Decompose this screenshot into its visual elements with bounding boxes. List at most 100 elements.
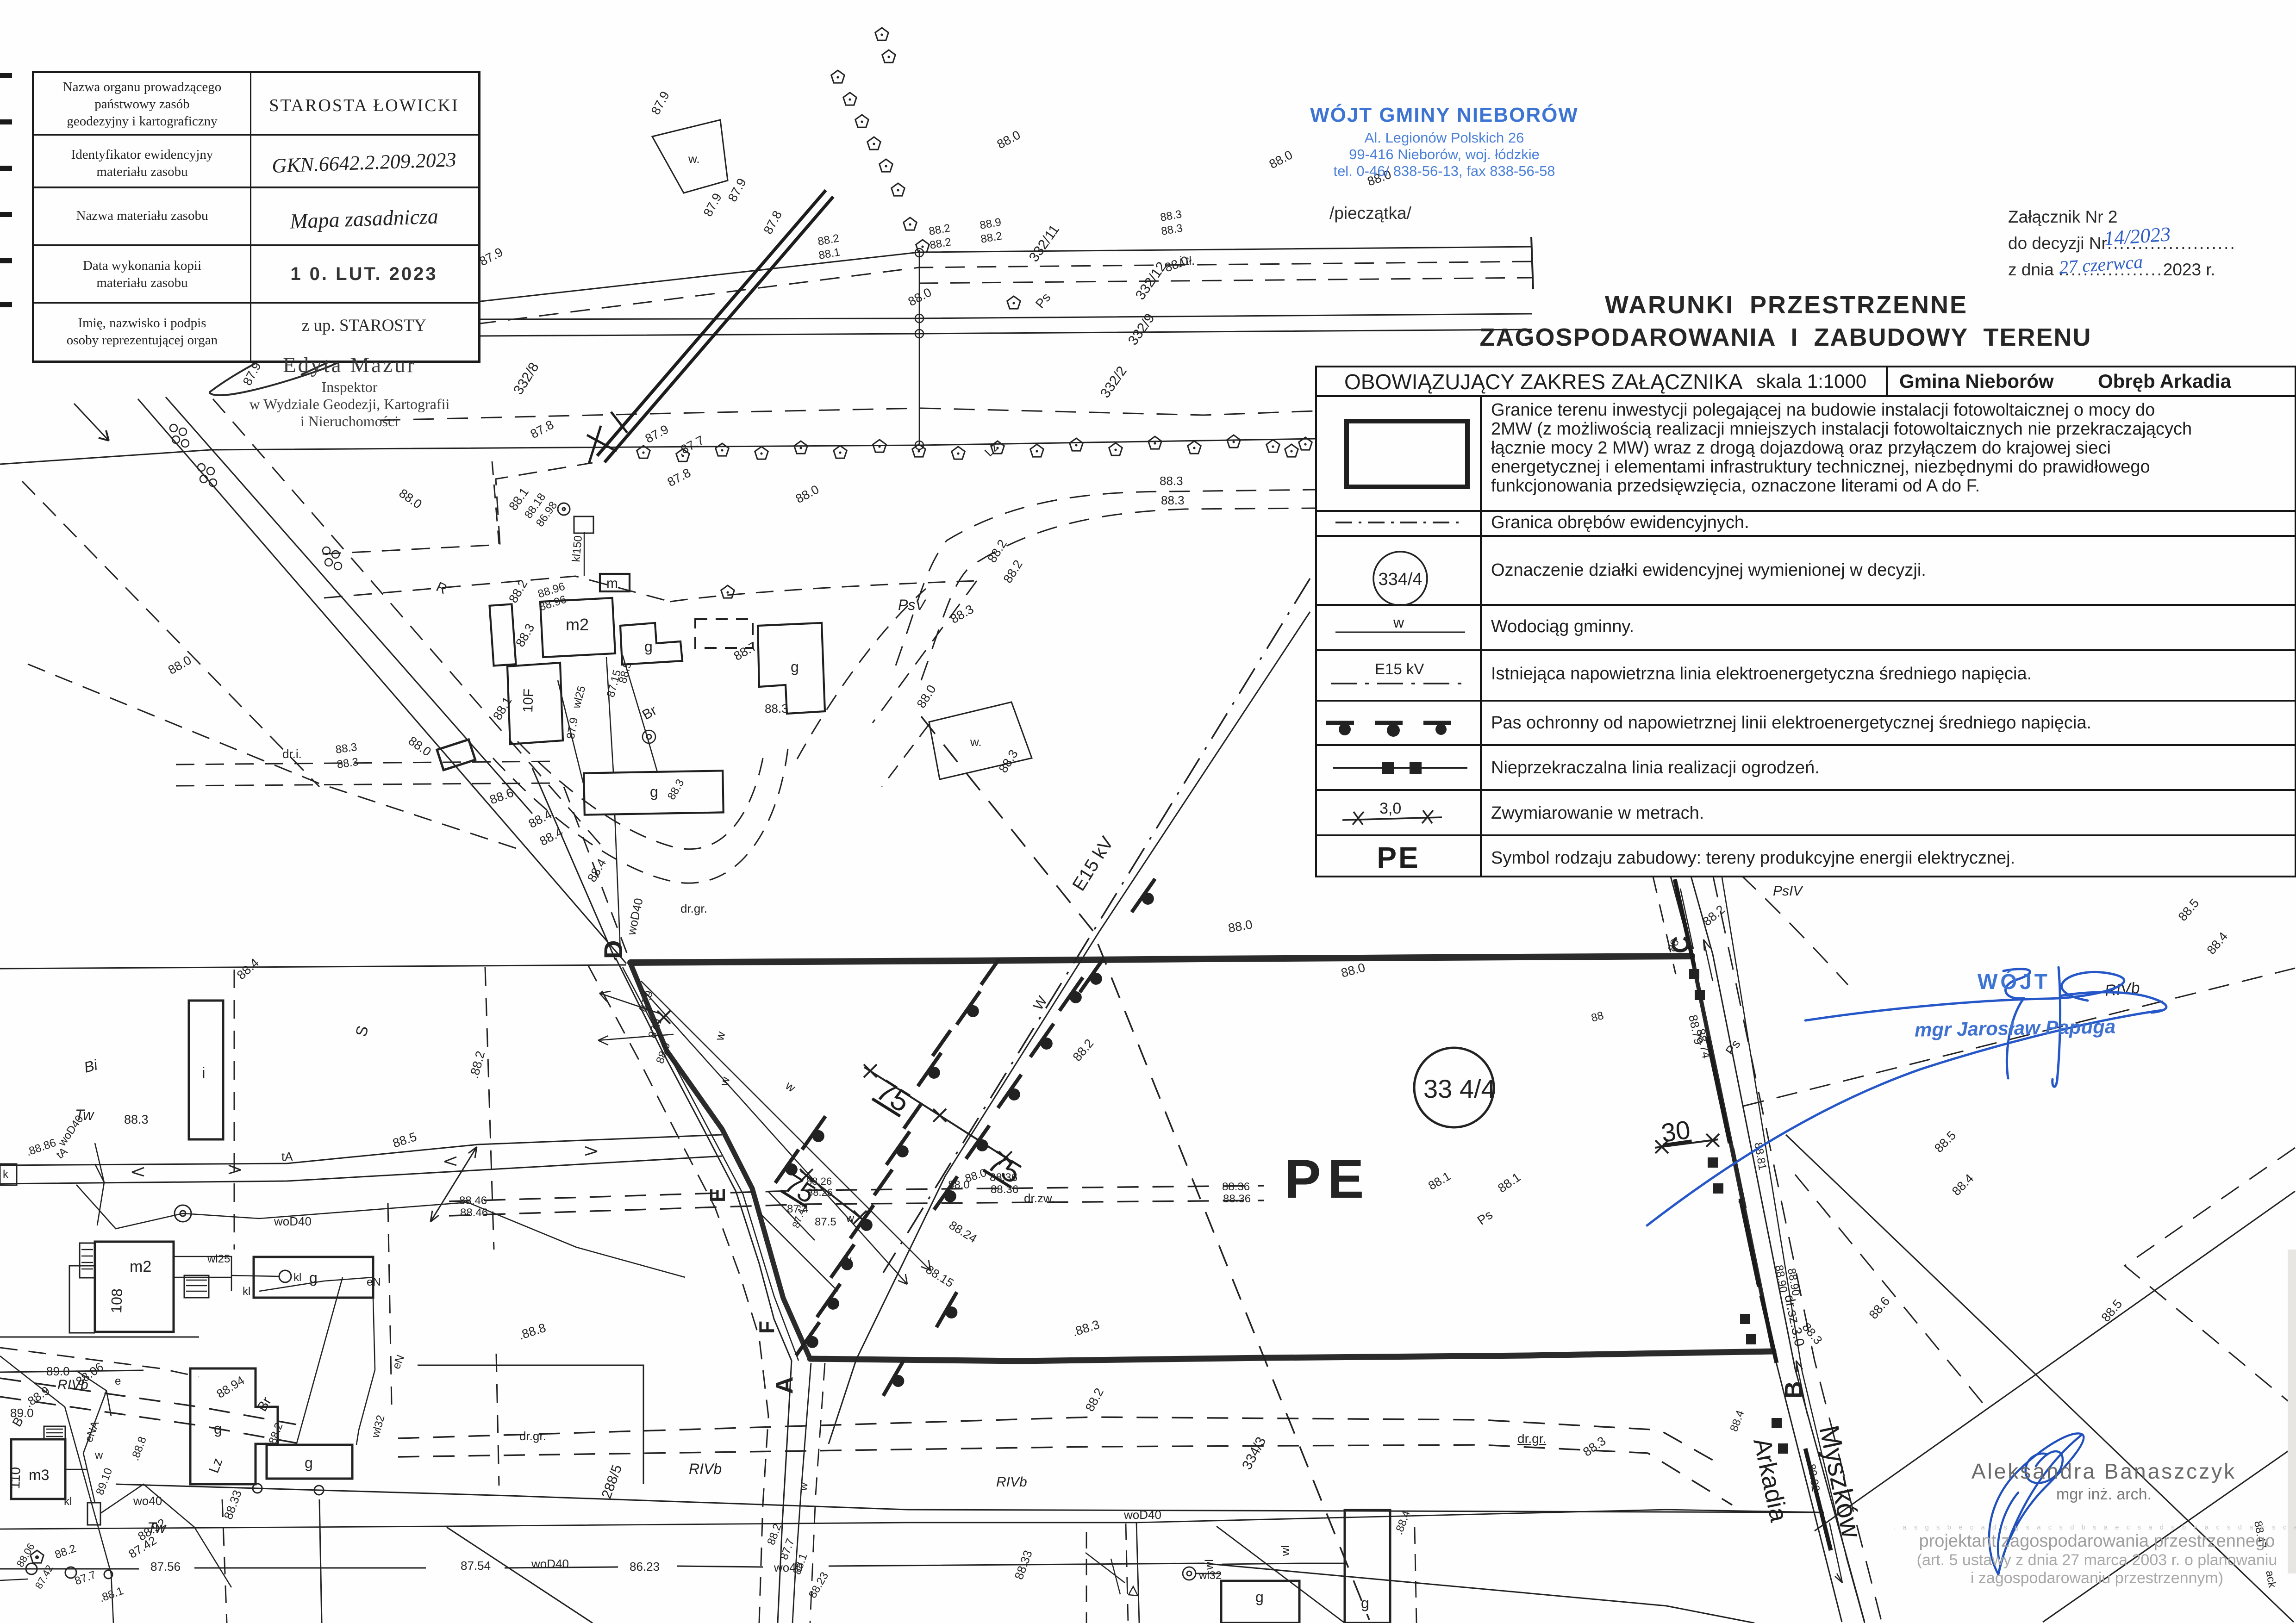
svg-text:87.9: 87.9 [564, 716, 580, 740]
svg-text:3,0: 3,0 [1379, 800, 1401, 817]
svg-text:Ps: Ps [1475, 1207, 1496, 1228]
svg-text:.88.3: .88.3 [1071, 1318, 1101, 1339]
svg-text:B: B [1780, 1381, 1807, 1399]
svg-text:88.2: 88.2 [266, 1421, 285, 1446]
svg-text:w: w [94, 1449, 103, 1461]
svg-text:88.3: 88.3 [336, 756, 359, 771]
svg-text:eN: eN [367, 1276, 381, 1288]
svg-text:332/8: 332/8 [511, 360, 542, 398]
svg-text:PE: PE [1285, 1149, 1370, 1210]
svg-text:89.0: 89.0 [46, 1364, 70, 1378]
svg-text:.88.8: .88.8 [129, 1435, 149, 1462]
svg-text:Br: Br [254, 1394, 275, 1414]
svg-text:kl: kl [64, 1495, 72, 1508]
svg-text:E15 kV: E15 kV [1375, 660, 1424, 678]
svg-text:88.0: 88.0 [1227, 917, 1254, 935]
svg-text:w: w [712, 1030, 728, 1042]
svg-text:woD40: woD40 [274, 1214, 312, 1228]
svg-text:87.9: 87.9 [701, 191, 724, 218]
svg-text:g: g [650, 784, 658, 800]
svg-text:88.0: 88.0 [914, 683, 939, 710]
svg-text:k: k [3, 1168, 9, 1181]
svg-text:88.3: 88.3 [665, 777, 687, 802]
svg-text:88.2: 88.2 [817, 232, 840, 248]
svg-text:88.26: 88.26 [806, 1175, 832, 1187]
svg-text:88.24: 88.24 [947, 1218, 980, 1246]
svg-text:88.0: 88.0 [1267, 148, 1295, 171]
svg-text:88.46: 88.46 [459, 1194, 487, 1207]
svg-text:87.4: 87.4 [787, 1203, 809, 1215]
svg-text:88.0: 88.0 [1340, 960, 1367, 980]
svg-text:87.54: 87.54 [461, 1559, 491, 1573]
svg-text:88.4: 88.4 [585, 856, 609, 884]
svg-text:88.6: 88.6 [1866, 1294, 1893, 1322]
svg-text:88.4: 88.4 [537, 825, 565, 848]
svg-text:R: R [434, 579, 449, 597]
svg-text:Bi: Bi [82, 1056, 100, 1076]
svg-text:75: 75 [779, 1168, 820, 1209]
svg-text:88.6: 88.6 [488, 785, 516, 807]
svg-text:88.0: 88.0 [166, 653, 194, 677]
svg-text:.88.1: .88.1 [98, 1585, 125, 1605]
svg-text:.87.7: .87.7 [675, 433, 706, 459]
svg-text:288/5: 288/5 [599, 1463, 625, 1501]
svg-text:88.36: 88.36 [990, 1171, 1017, 1184]
svg-text:j.tł.: j.tł. [1179, 254, 1195, 267]
svg-text:88.1: 88.1 [490, 694, 514, 722]
svg-text:88.9: 88.9 [979, 216, 1002, 232]
svg-text:RIVb: RIVb [689, 1461, 722, 1477]
svg-text:g: g [791, 659, 799, 675]
svg-text:75: 75 [982, 1144, 1028, 1190]
svg-text:w.: w. [688, 152, 700, 166]
svg-text:88.36: 88.36 [991, 1183, 1018, 1196]
svg-text:87.56: 87.56 [150, 1560, 181, 1573]
svg-text:Lz: Lz [206, 1456, 226, 1475]
svg-text:88.23: 88.23 [806, 1570, 831, 1600]
svg-text:w: w [1393, 614, 1404, 631]
svg-text:wl25: wl25 [570, 684, 588, 710]
svg-text:88.1: 88.1 [1495, 1170, 1523, 1195]
svg-text:88.3: 88.3 [513, 621, 537, 649]
svg-text:A: A [771, 1376, 798, 1394]
svg-text:m2: m2 [130, 1258, 151, 1275]
svg-text:334/3: 334/3 [1239, 1435, 1269, 1473]
svg-text:87.8: 87.8 [665, 466, 693, 489]
svg-text:dr.zw.: dr.zw. [1024, 1191, 1054, 1205]
svg-text:88.90: 88.90 [1785, 1267, 1802, 1297]
svg-text:88.46: 88.46 [460, 1206, 488, 1219]
svg-text:88.36: 88.36 [1222, 1181, 1250, 1193]
svg-text:wl: wl [1279, 1545, 1292, 1556]
svg-text:woD40: woD40 [56, 1113, 86, 1149]
svg-text:Lz: Lz [982, 440, 1001, 459]
svg-text:wo40: wo40 [774, 1561, 803, 1574]
svg-text:g: g [644, 638, 653, 655]
svg-text:88.5: 88.5 [391, 1130, 418, 1150]
svg-text:wo40: wo40 [133, 1494, 162, 1508]
svg-text:30: 30 [1660, 1115, 1692, 1148]
svg-text:88.1: 88.1 [817, 246, 841, 262]
svg-text:wl: wl [1203, 1559, 1216, 1570]
svg-text:g: g [1361, 1595, 1369, 1611]
svg-text:88.0: 88.0 [793, 482, 821, 506]
svg-text:E: E [705, 1188, 730, 1202]
svg-text:88.5: 88.5 [2099, 1297, 2125, 1325]
svg-text:wl25: wl25 [207, 1253, 230, 1265]
svg-text:88.4: 88.4 [234, 956, 262, 982]
svg-text:87.8: 87.8 [528, 417, 556, 441]
svg-text:88.0: 88.0 [397, 486, 424, 511]
svg-text:88.3: 88.3 [1161, 493, 1185, 507]
svg-text:tA: tA [281, 1150, 293, 1163]
svg-text:110: 110 [7, 1467, 24, 1489]
svg-text:332/2: 332/2 [1098, 364, 1130, 401]
svg-text:87.8: 87.8 [761, 208, 785, 236]
svg-text:88.0: 88.0 [406, 734, 434, 759]
svg-text:88.0: 88.0 [948, 1179, 970, 1191]
svg-text:87.9: 87.9 [643, 422, 671, 446]
svg-text:86.23: 86.23 [630, 1560, 660, 1573]
svg-text:kl: kl [243, 1285, 250, 1298]
svg-text:woD40: woD40 [624, 897, 645, 937]
svg-text:g: g [305, 1455, 313, 1471]
svg-text:88.3: 88.3 [124, 1113, 149, 1126]
svg-text:eNA: eNA [82, 1419, 101, 1444]
svg-text:88.7: 88.7 [731, 639, 760, 663]
